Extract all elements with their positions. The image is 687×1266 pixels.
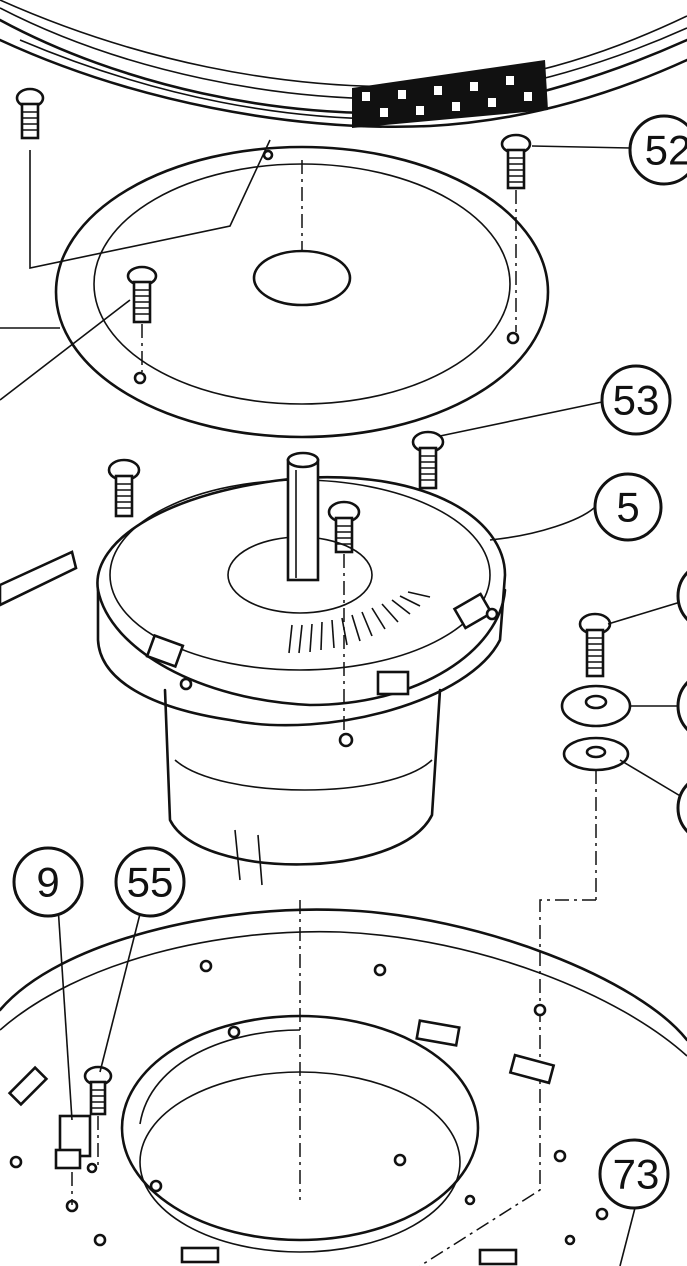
left-leader-lines (0, 139, 271, 401)
washer-upper (560, 684, 632, 728)
motor-assembly (96, 451, 507, 886)
washer-to-base-line (539, 899, 596, 1008)
partial-callout-circles (676, 570, 687, 834)
screw-53 (411, 430, 445, 490)
base-chassis (0, 900, 687, 1266)
callout-9-label: 9 (36, 859, 59, 906)
screw-motor-left (107, 458, 141, 518)
washer-lower (562, 736, 630, 772)
callout-55: 55 (114, 846, 186, 918)
callout-5: 5 (593, 472, 663, 542)
callout-55-label: 55 (127, 859, 174, 906)
callout-52: 52 (628, 114, 687, 186)
screw-disc-left (126, 265, 158, 372)
callout-73: 73 (598, 1138, 670, 1210)
callout-73-label: 73 (613, 1151, 660, 1198)
callout-52-label: 52 (645, 127, 687, 174)
callout-53-label: 53 (613, 377, 660, 424)
callout-leader-lines (57, 145, 687, 1266)
cover-disc (54, 145, 550, 439)
rod-fragment (0, 550, 78, 607)
top-platter-rim (0, 0, 687, 129)
screw-55 (83, 1065, 113, 1116)
callout-5-label: 5 (616, 484, 639, 531)
screw-52 (500, 133, 532, 332)
callout-53: 53 (600, 364, 672, 436)
screw-top-left (15, 87, 45, 140)
screw-right-washer (578, 612, 612, 678)
callout-9: 9 (12, 846, 84, 918)
